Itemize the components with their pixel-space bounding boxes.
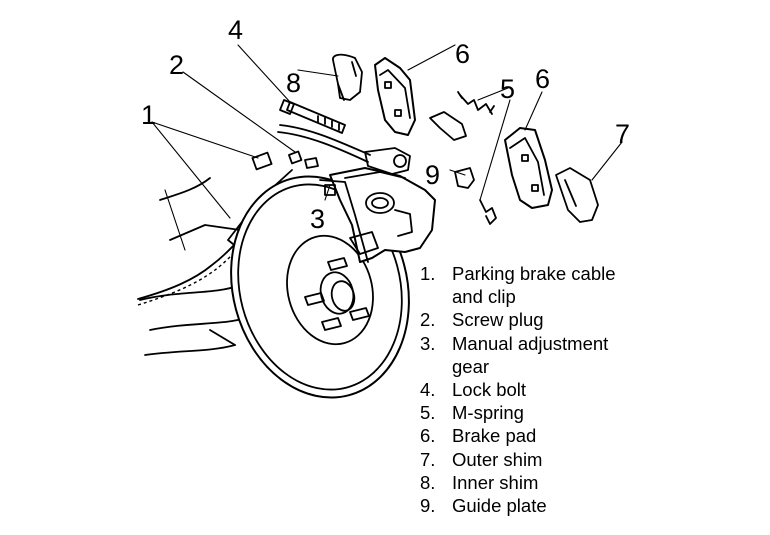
legend-label: and clip bbox=[452, 286, 516, 308]
legend-number: 5. bbox=[420, 402, 436, 424]
legend-item: 5. M-spring bbox=[420, 401, 702, 424]
legend-number: 9. bbox=[420, 495, 436, 517]
legend-number: 6. bbox=[420, 425, 436, 447]
legend-item-continuation: gear bbox=[420, 355, 702, 378]
legend-label: Screw plug bbox=[452, 309, 544, 331]
parts-legend: 1. Parking brake cable and clip 2. Screw p… bbox=[420, 262, 702, 517]
callout-1: 1 bbox=[141, 100, 157, 130]
callout-5: 5 bbox=[500, 74, 516, 104]
legend-label: Parking brake cable bbox=[452, 263, 616, 284]
callout-8: 8 bbox=[286, 68, 302, 98]
leader-lines bbox=[151, 44, 623, 219]
legend-number: 8. bbox=[420, 471, 436, 493]
suspension-background bbox=[139, 177, 246, 356]
legend-item-continuation: and clip bbox=[420, 285, 702, 308]
legend-label: M-spring bbox=[452, 402, 524, 424]
legend-number: 1. bbox=[420, 263, 436, 284]
brake-hose bbox=[277, 124, 411, 175]
m-spring bbox=[457, 91, 497, 225]
callout-3: 3 bbox=[310, 204, 326, 234]
legend-item: 2. Screw plug bbox=[420, 308, 702, 331]
legend-label: Brake pad bbox=[452, 425, 537, 447]
legend-item: 4. Lock bolt bbox=[420, 378, 702, 401]
screw-plug bbox=[288, 150, 319, 169]
legend-number: 7. bbox=[420, 448, 436, 470]
legend-item: 6. Brake pad bbox=[420, 424, 702, 447]
legend-label: Inner shim bbox=[452, 471, 539, 493]
guide-plate bbox=[429, 111, 475, 189]
legend-label: Lock bolt bbox=[452, 379, 527, 401]
legend-number: 3. bbox=[420, 332, 436, 354]
outer-shim bbox=[555, 167, 599, 223]
legend-item: 9. Guide plate bbox=[420, 494, 702, 517]
legend-item: 7. Outer shim bbox=[420, 448, 702, 471]
inner-brake-pad bbox=[374, 57, 416, 136]
legend-label: Outer shim bbox=[452, 448, 543, 470]
callout-9: 9 bbox=[425, 160, 441, 190]
callout-7: 7 bbox=[615, 119, 631, 149]
legend-item: 3. Manual adjustment bbox=[420, 332, 702, 355]
caliper bbox=[319, 167, 436, 263]
lock-bolt bbox=[279, 99, 346, 134]
legend-item: 8. Inner shim bbox=[420, 471, 702, 494]
callout-6-inner: 6 bbox=[455, 39, 471, 69]
legend-label: gear bbox=[452, 355, 490, 377]
inner-shim bbox=[332, 53, 363, 101]
callout-4: 4 bbox=[228, 15, 244, 45]
legend-number: 4. bbox=[420, 379, 436, 401]
outer-brake-pad bbox=[504, 127, 553, 209]
legend-label: Manual adjustment bbox=[452, 332, 609, 354]
callout-2: 2 bbox=[169, 50, 185, 80]
legend-label: Guide plate bbox=[452, 495, 547, 517]
legend-item: 1. Parking brake cable bbox=[420, 262, 702, 285]
callout-6-outer: 6 bbox=[535, 64, 551, 94]
legend-number: 2. bbox=[420, 309, 436, 331]
